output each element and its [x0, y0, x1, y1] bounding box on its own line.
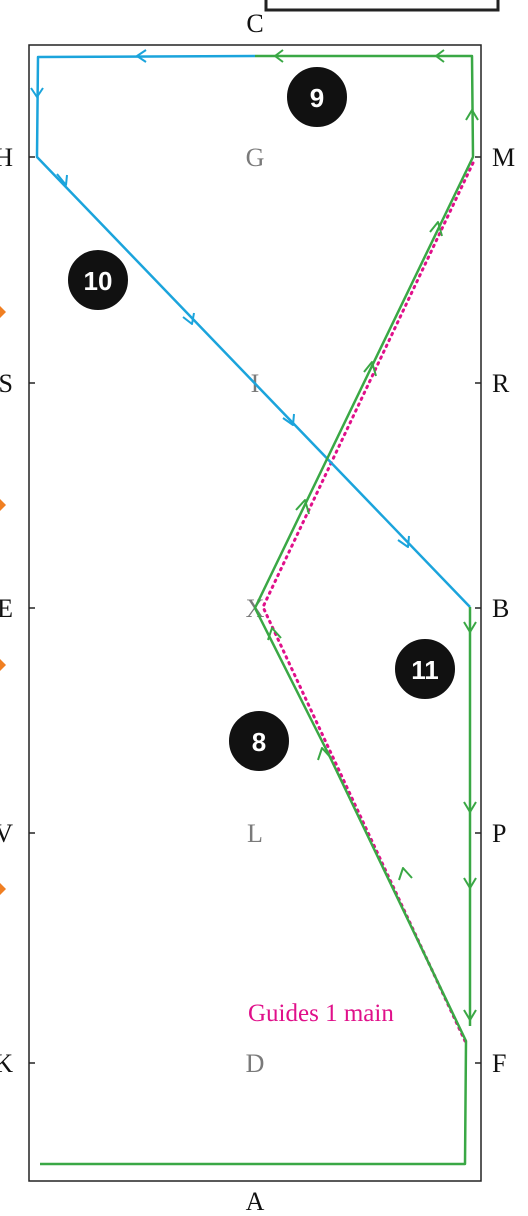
letter-k: K	[0, 1049, 13, 1078]
letter-h: H	[0, 143, 13, 172]
badge-9-label: 9	[310, 83, 324, 113]
badge-11: 11	[393, 637, 457, 701]
arena-border	[28, 44, 482, 1182]
badge-10-label: 10	[84, 266, 113, 296]
badge-11-label: 11	[411, 655, 439, 685]
fence-ticks	[29, 156, 481, 1064]
letter-g: G	[246, 143, 265, 172]
orange-marker	[0, 883, 6, 895]
badge-10: 10	[66, 248, 130, 312]
letter-f: F	[492, 1049, 506, 1078]
letter-v: V	[0, 819, 13, 848]
letter-b: B	[492, 594, 509, 623]
orange-marker	[0, 499, 6, 511]
letter-l: L	[247, 819, 263, 848]
letter-c: C	[246, 9, 263, 38]
letter-r: R	[492, 369, 510, 398]
badge-8: 8	[227, 709, 291, 773]
orange-markers	[0, 306, 6, 895]
letter-e: E	[0, 594, 13, 623]
top-right-box	[264, 0, 500, 12]
orange-marker	[0, 659, 6, 671]
blue-route	[30, 49, 471, 608]
guide-annotation: Guides 1 main	[248, 1000, 394, 1027]
letter-s: S	[0, 369, 13, 398]
letter-p: P	[492, 819, 506, 848]
guide-line	[261, 161, 475, 1043]
letter-m: M	[492, 143, 515, 172]
orange-marker	[0, 306, 6, 318]
badge-9: 9	[285, 65, 349, 129]
badge-8-label: 8	[252, 727, 266, 757]
letter-a: A	[246, 1187, 265, 1216]
letter-d: D	[246, 1049, 265, 1078]
green-route	[40, 49, 479, 1166]
